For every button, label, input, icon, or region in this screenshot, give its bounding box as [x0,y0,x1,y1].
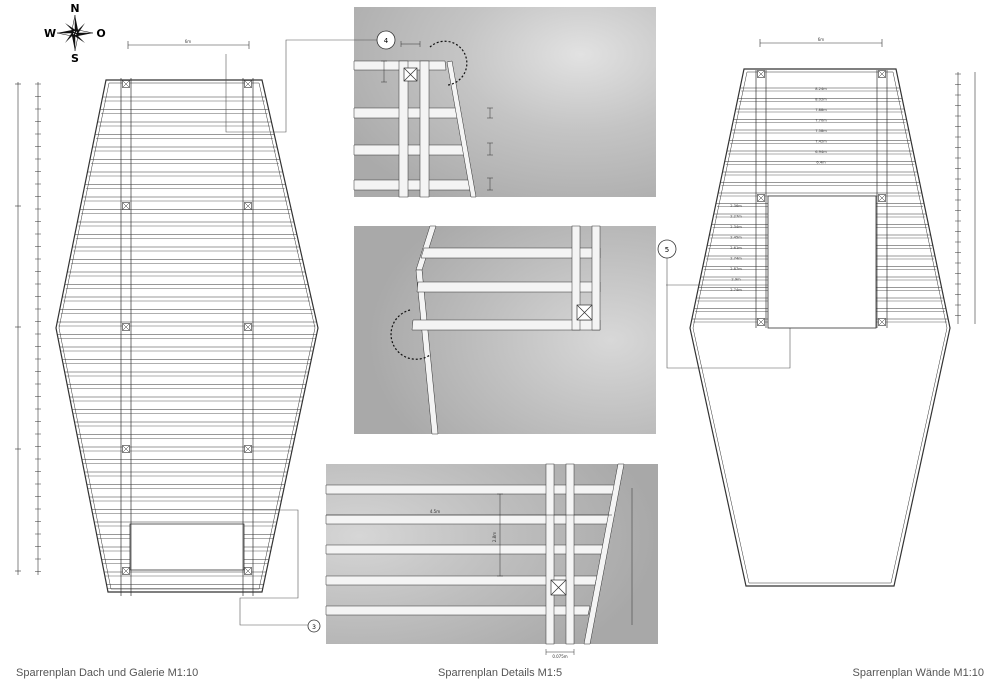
right-top-dimension [759,39,883,47]
walls-rafter-width-label: 7.70m [815,119,827,123]
compass-east-label: O [96,27,105,40]
roof-gallery-rafter-plan: 6m 3 [15,39,321,633]
walls-rafter-plan: 6m 8.24m 8.02m 7.88m 7.70m 7.58m 7.42m 6.94m 6.… [689,37,976,587]
compass-west-label: W [44,27,56,40]
roof-post-cross [122,567,130,575]
detail-3-height-label: 2.8m [492,532,497,542]
detail-4-rafters [353,60,477,198]
gallery-opening [129,523,245,571]
detail-3-post [550,579,567,596]
roof-post-cross [244,445,252,453]
roof-post-cross [244,80,252,88]
walls-rafter-width-label: 2.61m [730,246,742,250]
roof-main-beams [120,78,254,596]
callout-5-bubble[interactable] [657,239,677,259]
compass-rose: N S W O [44,2,106,65]
detail-5-panel: 5 [354,225,791,435]
walls-rafter-width-label: 2.74m [730,288,742,292]
caption-walls: Sparrenplan Wände M1:10 [852,667,984,679]
walls-rafter-width-label: 7.42m [815,140,827,144]
walls-rafter-width-label: 2.45m [730,236,742,240]
roof-outline-inner [58,82,316,590]
walls-post-cross [878,70,886,78]
walls-rafter-width-label: 6.94m [815,150,827,154]
roof-posts [122,80,252,575]
left-dimension-ticks [15,83,41,572]
callout-4-label: 4 [384,37,389,45]
walls-rafter-width-label: 8.24m [815,87,827,91]
caption-details: Sparrenplan Details M1:5 [438,667,563,679]
walls-rafter-width-label: 2.36m [730,204,742,208]
walls-post-cross [878,194,886,202]
right-top-dimension-label: 6m [818,37,825,42]
callout-5-label: 5 [665,246,669,254]
roof-outline [55,79,319,593]
walls-opening [767,195,877,329]
detail-3-panel: 4.5m 2.8m 0.075m [325,463,658,659]
walls-rafter-width-label: 8.02m [815,98,827,102]
callout-3-bubble[interactable] [307,619,321,633]
left-top-dimension [127,41,250,49]
callout-5-leader [666,256,791,369]
walls-rafter-width-label: 2.87m [730,267,742,271]
walls-rafter-width-label: 2.9m [731,278,741,282]
detail-3-bottom-label: 0.075m [552,654,567,659]
walls-rafter-width-label: 2.34m [730,225,742,229]
roof-post-cross [122,202,130,210]
walls-outline [689,68,951,587]
callout-3-label: 3 [312,624,316,631]
callout-4-bubble[interactable] [376,30,396,50]
walls-rafter-width-label: 7.58m [815,129,827,133]
detail-5-rafters [411,225,601,435]
detail-3-rafters [325,463,625,645]
right-dimension-ticks [955,73,961,316]
detail-5-post [576,304,593,321]
walls-post-cross [757,70,765,78]
caption-roof-gallery: Sparrenplan Dach und Galerie M1:10 [16,667,199,679]
walls-rafter-width-label: 2.74m [730,257,742,261]
walls-posts [757,70,886,326]
walls-rafter-width-label: 2.27m [730,215,742,219]
callout-3-leader [239,509,308,626]
roof-post-cross [122,445,130,453]
roof-post-cross [244,323,252,331]
walls-outline-inner [692,71,948,584]
roof-post-cross [122,323,130,331]
compass-north-label: N [70,2,79,15]
left-top-dimension-label: 6m [185,39,192,44]
walls-main-beams [755,70,888,328]
callout-4-leader [225,39,378,133]
detail-4-angle-arc [429,40,468,86]
roof-post-cross [122,80,130,88]
walls-post-cross [757,318,765,326]
compass-south-label: S [71,52,79,65]
roof-post-cross [244,202,252,210]
detail-4-panel: 4 [225,7,656,198]
walls-post-cross [757,194,765,202]
detail-4-dimensions [381,41,493,191]
detail-4-post [403,67,418,82]
walls-post-cross [878,318,886,326]
walls-rafter-width-label: 6.4m [816,161,826,165]
detail-3-span-label: 4.5m [430,509,440,514]
detail-3-dimensions [326,488,633,655]
roof-post-cross [244,567,252,575]
walls-rafter-width-labels: 8.24m 8.02m 7.88m 7.70m 7.58m 7.42m 6.94m 6.4m 2… [730,87,827,292]
walls-rafter-width-label: 7.88m [815,108,827,112]
